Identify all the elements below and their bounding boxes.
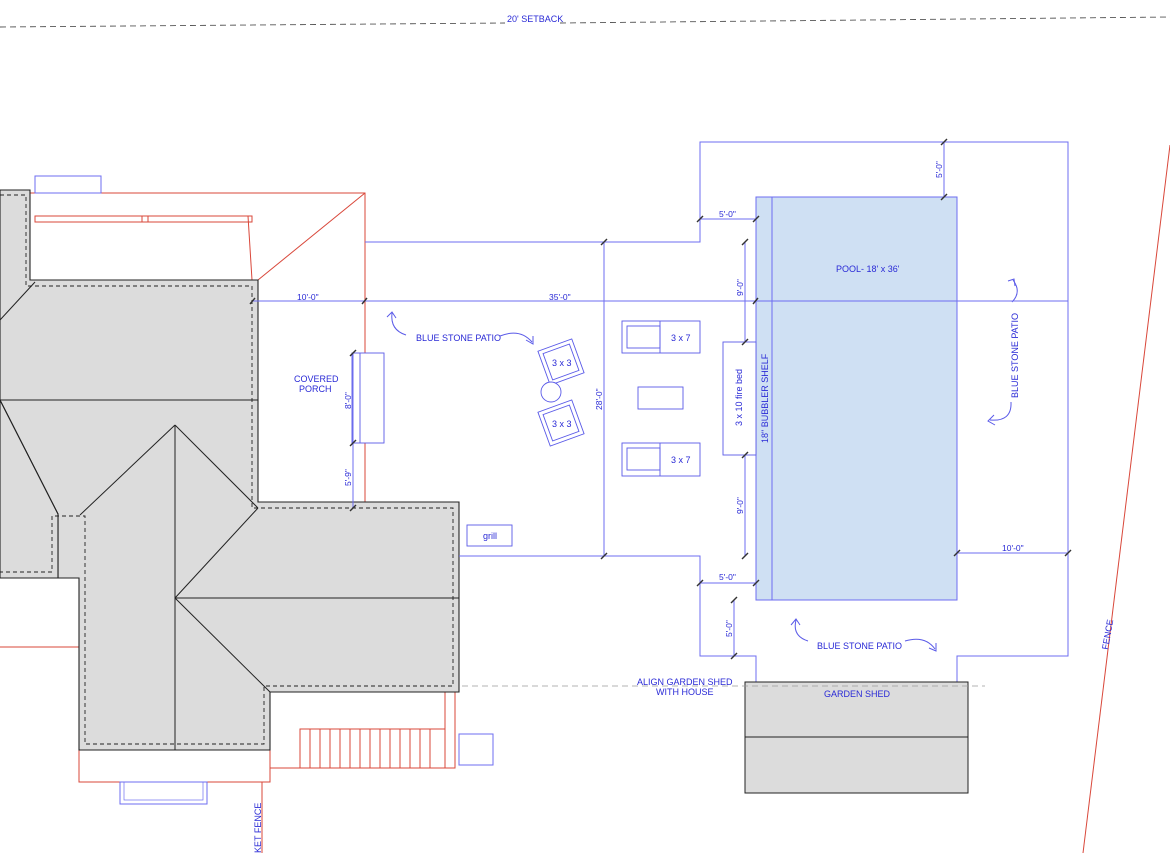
sofa-top-label: 3 x 7 [671,333,691,343]
dim-5-9: 5'-9" [343,469,353,486]
fire-bed [722,341,757,456]
deck-stairs [299,728,494,769]
dim-9-top: 9'-0" [735,279,745,296]
align-label-2: WITH HOUSE [656,687,714,697]
chair-top-label: 3 x 3 [552,358,572,368]
furniture: 3 x 7 3 x 7 3 x 3 3 x 3 grill [351,320,701,547]
align-label-1: ALIGN GARDEN SHED [637,677,733,687]
fence-line [1082,144,1170,853]
house-roof [0,189,460,751]
setback-line: 20' SETBACK [0,14,1170,28]
bubbler-shelf-label: 18" BUBBLER SHELF [760,353,770,443]
patio-outline [365,141,1069,682]
patio-left-label: BLUE STONE PATIO [416,333,501,343]
grill [466,524,513,547]
dim-5-top-left: 5'-0" [719,209,736,219]
dim-5-bottom-vert: 5'-0" [724,620,734,637]
grill-label: grill [483,531,497,541]
patio-right-label: BLUE STONE PATIO [1010,313,1020,398]
chair-bottom-label: 3 x 3 [552,419,572,429]
setback-label: 20' SETBACK [507,14,563,24]
pool: POOL- 18' x 36' 18" BUBBLER SHELF [755,196,958,601]
dim-10-top: 10'-0" [297,292,319,302]
covered-porch-label-1: COVERED [294,374,339,384]
garden-shed: GARDEN SHED [744,681,969,794]
patio-bottom-label: BLUE STONE PATIO [817,641,902,651]
fire-bed-label: 3 x 10 fire bed [734,369,744,426]
dim-28: 28'-0" [594,388,604,410]
dim-35: 35'-0" [549,292,571,302]
coffee-table [637,386,684,410]
dim-5-top-right: 5'-0" [934,161,944,178]
dim-10-right: 10'-0" [1002,543,1024,553]
side-table [540,381,562,403]
covered-porch-label-2: PORCH [299,384,332,394]
direction-arrows [386,278,1018,652]
dim-5-bottom-left: 5'-0" [719,572,736,582]
garden-shed-label: GARDEN SHED [824,689,891,699]
fence-label: FENCE [1100,619,1115,651]
picket-fence-label: KET FENCE [253,803,263,853]
pool-label: POOL- 18' x 36' [836,264,900,274]
dim-8: 8'-0" [343,392,353,409]
dimension-lines: 10'-0" 35'-0" 28'-0" 8'-0" 5'-9" 9'-0" 9… [249,138,1072,660]
dim-9-bottom: 9'-0" [735,497,745,514]
sofa-bottom-label: 3 x 7 [671,455,691,465]
porch-bench [351,352,385,444]
